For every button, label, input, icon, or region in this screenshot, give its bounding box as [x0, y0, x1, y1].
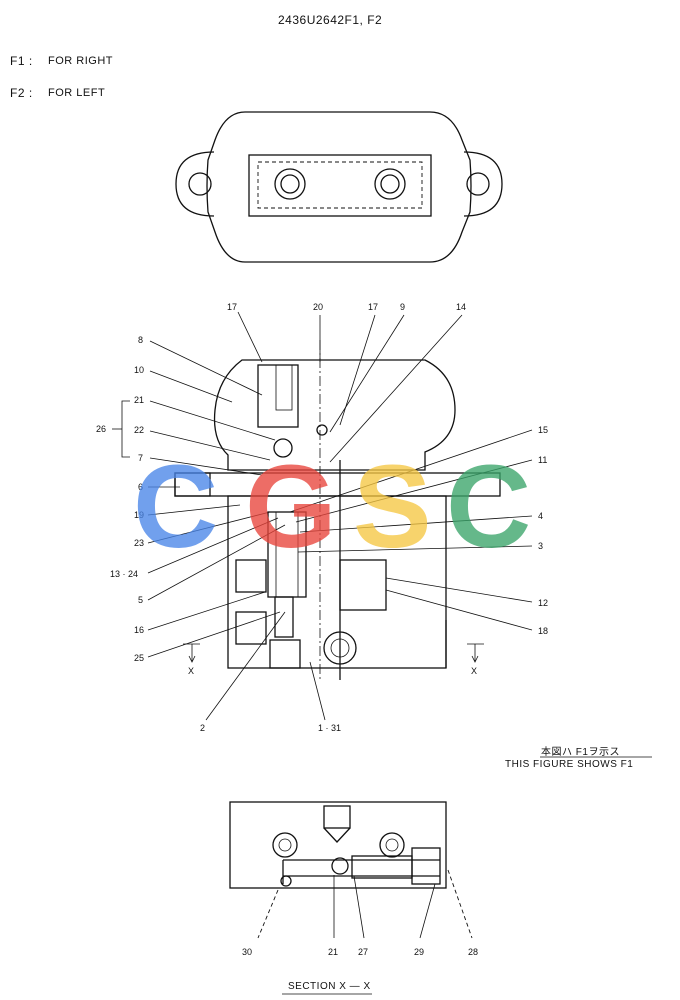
section-marker-x-right: X — [471, 666, 477, 676]
callout-29: 29 — [414, 947, 424, 957]
watermark-letter-g: G — [245, 441, 337, 573]
watermark-letter-c2: C — [446, 441, 531, 573]
callout-13-24: 13 · 24 — [110, 569, 138, 579]
variant-desc-f2: FOR LEFT — [48, 87, 106, 99]
part-number: 2436U2642F1, F2 — [278, 13, 383, 27]
callout-23: 23 — [134, 538, 144, 548]
watermark-letter-s: S — [353, 441, 432, 573]
callout-12: 12 — [538, 598, 548, 608]
variant-desc-f1: FOR RIGHT — [48, 55, 113, 67]
callout-7: 7 — [138, 453, 143, 463]
callout-17a: 17 — [227, 302, 237, 312]
callout-1-31: 1 · 31 — [318, 723, 341, 733]
note-english: THIS FIGURE SHOWS F1 — [505, 759, 634, 770]
watermark-letter-c1: C — [133, 441, 218, 573]
callout-19: 19 — [134, 510, 144, 520]
section-xx-view — [229, 801, 473, 995]
callout-labels: 17 20 17 9 14 8 10 21 26 22 7 6 19 23 13… — [96, 302, 548, 957]
callout-20: 20 — [313, 302, 323, 312]
callout-16: 16 — [134, 625, 144, 635]
section-label: SECTION X — X — [288, 981, 371, 992]
callout-5: 5 — [138, 595, 143, 605]
watermark: C G S C — [133, 441, 531, 573]
callout-26: 26 — [96, 424, 106, 434]
callout-2: 2 — [200, 723, 205, 733]
callout-28: 28 — [468, 947, 478, 957]
callout-10: 10 — [134, 365, 144, 375]
callout-25: 25 — [134, 653, 144, 663]
callout-15: 15 — [538, 425, 548, 435]
callout-8: 8 — [138, 335, 143, 345]
callout-17b: 17 — [368, 302, 378, 312]
callout-3: 3 — [538, 541, 543, 551]
top-view — [175, 111, 503, 263]
callout-30: 30 — [242, 947, 252, 957]
leader-lines — [112, 311, 533, 721]
callout-6: 6 — [138, 482, 143, 492]
variant-code-f1: F1 : — [10, 54, 33, 68]
variant-code-f2: F2 : — [10, 86, 33, 100]
callout-9: 9 — [400, 302, 405, 312]
callout-4: 4 — [538, 511, 543, 521]
section-marker-x-left: X — [188, 666, 194, 676]
callout-14: 14 — [456, 302, 466, 312]
callout-21b: 21 — [328, 947, 338, 957]
callout-22: 22 — [134, 425, 144, 435]
callout-11: 11 — [538, 455, 547, 465]
callout-21: 21 — [134, 395, 144, 405]
callout-27: 27 — [358, 947, 368, 957]
note-japanese: 本図ハ F1ヲ示ス — [541, 747, 620, 758]
callout-18: 18 — [538, 626, 548, 636]
